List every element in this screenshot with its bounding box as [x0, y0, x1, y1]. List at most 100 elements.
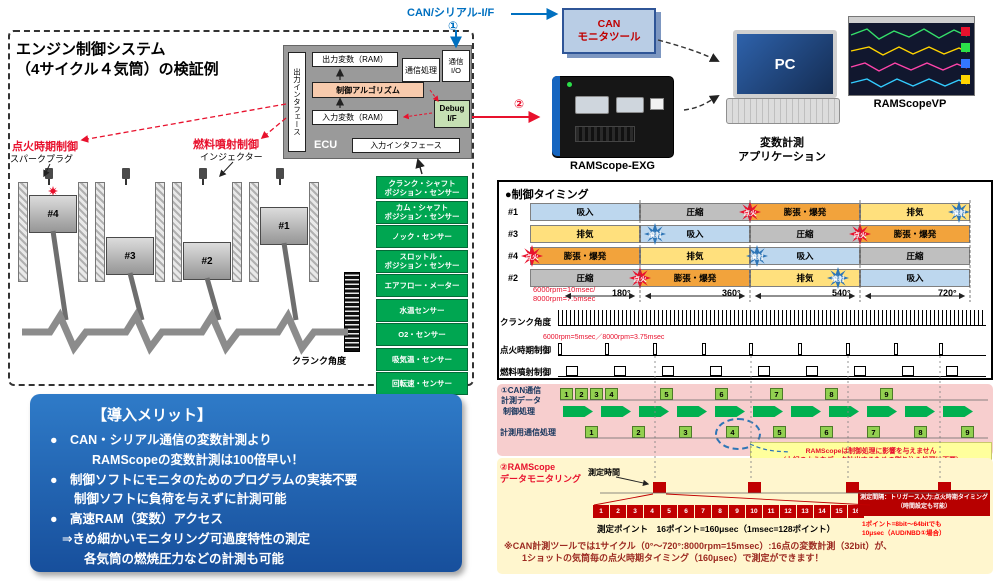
crank-sensor-disc — [344, 272, 360, 352]
exg-vent — [575, 126, 635, 142]
ecu-output-var: 出力変数（RAM） — [312, 52, 398, 67]
injection-star: 噴射 — [644, 223, 666, 245]
phase-cell: 圧縮 — [640, 203, 750, 221]
angle-540: 540° — [832, 288, 851, 298]
phase-cell: 膨張・爆発 — [640, 269, 750, 287]
ignition-pulse — [846, 343, 850, 355]
phase-cell: 吸入 — [640, 225, 750, 243]
exg-label: RAMScope-EXG — [570, 160, 655, 172]
control-process-row — [563, 406, 981, 417]
angle-180: 180° — [612, 288, 631, 298]
ignition-pulse — [939, 343, 943, 355]
cylinder-wall — [249, 182, 259, 282]
injector-label: インジェクター — [200, 152, 263, 162]
cylinder-wall — [309, 182, 319, 282]
fuel-waveform-label: 燃料噴射制御 — [500, 367, 552, 377]
interval-note: 測定間隔：トリガース入力:点火時期タイミング （時間設定も可能） — [858, 490, 990, 516]
ignition-pulse — [798, 343, 802, 355]
phase-cell: 膨張・爆発 — [750, 203, 860, 221]
measure-burst — [938, 482, 951, 493]
can-data-box: 1 — [560, 388, 573, 400]
cylinder-wall — [18, 182, 28, 282]
fuel-pulse — [806, 366, 818, 376]
marker-2: ② — [514, 97, 525, 111]
can-comm-label: ①CAN通信 計測データ — [501, 386, 542, 405]
exg-connector — [575, 96, 609, 114]
sensor-box: エアフロー・メーター — [376, 274, 468, 297]
ignition-waveform-label: 点火時期制御 — [500, 345, 552, 355]
timing-row-label: #1 — [508, 207, 519, 217]
ignition-pulse — [749, 343, 753, 355]
measure-comm-box: 8 — [914, 426, 927, 438]
measure-point-box: 4 — [644, 505, 660, 518]
timing-title: ●制御タイミング — [505, 189, 589, 201]
merit-title: 【導入メリット】 — [92, 407, 213, 424]
phase-cell: 吸入 — [530, 203, 640, 221]
measure-point-box: 12 — [780, 505, 796, 518]
ignition-pulse — [605, 343, 609, 355]
ignition-rpm-note: 6000rpm=5msec／8000rpm=3.75msec — [543, 334, 665, 341]
ignition-pulse — [702, 343, 706, 355]
measure-point-box: 8 — [712, 505, 728, 518]
measure-burst — [653, 482, 666, 493]
measure-comm-box: 1 — [585, 426, 598, 438]
sensor-box: カム・シャフト ポジション・センサー — [376, 200, 468, 224]
measure-comm-box: 7 — [867, 426, 880, 438]
spark-plug-icon — [199, 168, 207, 185]
process-arrow — [943, 406, 973, 417]
angle-720: 720° — [938, 288, 957, 298]
sensor-box: O2・センサー — [376, 323, 468, 346]
ramscope-vp-screenshot — [848, 16, 975, 96]
ignition-star: 点火 — [849, 223, 871, 245]
process-arrow — [753, 406, 783, 417]
measure-points-label: 測定ポイント 16ポイント=160μsec（1msec=128ポイント） — [597, 524, 836, 534]
injection-star: 噴射 — [746, 245, 768, 267]
engine-system-box — [8, 30, 474, 386]
cylinder-wall — [232, 182, 242, 282]
ramscope-vp-label: RAMScopeVP — [873, 98, 947, 110]
sensor-box: 吸気温・センサー — [376, 347, 468, 371]
sensor-box: ノック・センサー — [376, 225, 468, 248]
vp-waveforms — [849, 17, 974, 88]
sensor-list: クランク・シャフト ポジション・センサーカム・シャフト ポジション・センサーノッ… — [376, 176, 468, 397]
injection-star: 噴射 — [948, 201, 970, 223]
measure-comm-box: 3 — [679, 426, 692, 438]
phase-cell: 吸入 — [860, 269, 970, 287]
can-data-box: 8 — [825, 388, 838, 400]
process-arrow — [639, 406, 669, 417]
merit-line: RAMScopeの変数計測は100倍早い！ — [92, 452, 304, 467]
measure-comm-box: 2 — [632, 426, 645, 438]
measure-point-box: 15 — [831, 505, 847, 518]
pc-keyboard — [726, 98, 840, 124]
exg-stripe — [552, 76, 560, 156]
ignition-waveform — [558, 341, 986, 356]
piston-1: #1 — [260, 207, 308, 245]
measure-point-box: 2 — [610, 505, 626, 518]
spark-plug-icon — [45, 168, 53, 185]
measure-comm-box: 9 — [961, 426, 974, 438]
fuel-waveform — [558, 363, 986, 377]
ecu-comm-io: 通信 I/O — [442, 50, 470, 82]
fuel-control-label: 燃料噴射制御 — [193, 139, 259, 151]
measure-point-box: 7 — [695, 505, 711, 518]
fuel-pulse — [902, 366, 914, 376]
measure-point-box: 10 — [746, 505, 762, 518]
measure-point-box: 6 — [678, 505, 694, 518]
ramscope-section — [497, 458, 993, 574]
ignition-pulse — [894, 343, 898, 355]
pc-screen: PC — [733, 30, 837, 98]
ecu-label: ECU — [314, 139, 338, 151]
phase-cell: 圧縮 — [530, 269, 640, 287]
sensor-box: 水温センサー — [376, 298, 468, 322]
can-data-box: 9 — [880, 388, 893, 400]
control-process-label: 制御処理 — [503, 407, 535, 416]
can-data-box: 4 — [605, 388, 618, 400]
var-app-label: 変数計測 アプリケーション — [738, 137, 826, 164]
process-arrow — [791, 406, 821, 417]
measure-point-box: 9 — [729, 505, 745, 518]
process-arrow — [677, 406, 707, 417]
measure-burst — [748, 482, 761, 493]
phase-cell: 膨張・爆発 — [860, 225, 970, 243]
